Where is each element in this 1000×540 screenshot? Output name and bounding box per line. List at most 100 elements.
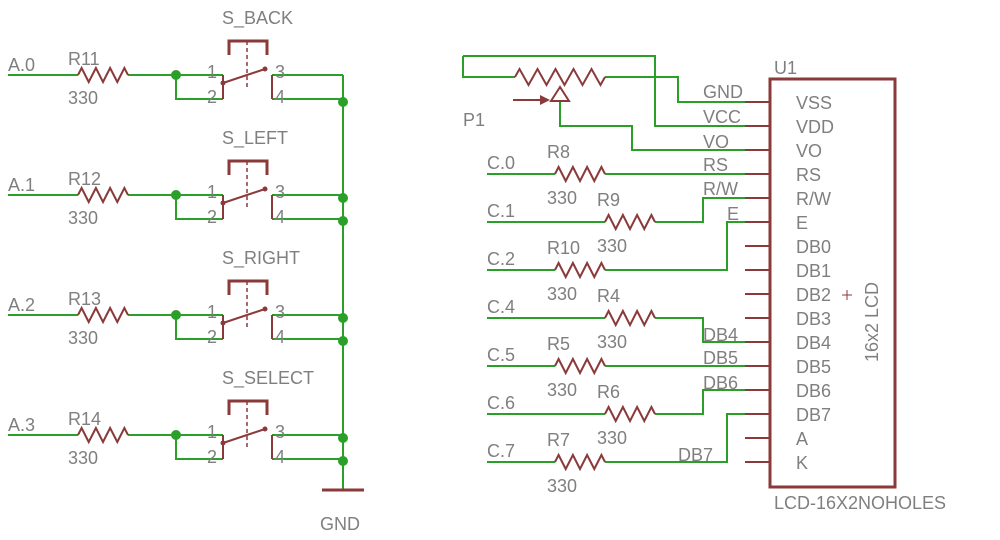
potentiometer-symbol [514, 66, 606, 88]
resistor-symbol [604, 212, 656, 232]
pin-number: 4 [275, 87, 285, 107]
net-label: DB6 [703, 373, 738, 393]
net-label: A.0 [8, 55, 35, 75]
lcd-pin-label: RS [796, 165, 821, 185]
pin-number: 3 [275, 302, 285, 322]
lcd-pin-label: K [796, 453, 808, 473]
pin-number: 2 [207, 87, 217, 107]
resistor-name: R8 [547, 142, 570, 162]
lcd-pin-label: DB7 [796, 405, 831, 425]
resistor-symbol [554, 260, 606, 280]
switch-pivot [220, 80, 226, 86]
pin-number: 4 [275, 327, 285, 347]
lcd-pin-label: VO [796, 141, 822, 161]
net-label: C.1 [487, 201, 515, 221]
resistor-symbol [554, 356, 606, 376]
resistor-value: 330 [68, 88, 98, 108]
wire [175, 315, 223, 340]
lcd-pin-label: VSS [796, 93, 832, 113]
pin-number: 2 [207, 327, 217, 347]
resistor-symbol [77, 425, 129, 445]
junction-dot [338, 97, 348, 107]
switch-actuator [227, 159, 269, 175]
lcd-pin-label: E [796, 213, 808, 233]
pin-number: 3 [275, 182, 285, 202]
lcd-pin-label: A [796, 429, 808, 449]
pin-number: 2 [207, 207, 217, 227]
net-label: C.2 [487, 249, 515, 269]
junction-dot [338, 433, 348, 443]
lcd-title: 16x2 LCD [862, 282, 882, 362]
lcd-pin-label: DB0 [796, 237, 831, 257]
net-label: E [727, 204, 739, 224]
pot-name: P1 [463, 110, 485, 130]
pin-number: 4 [275, 207, 285, 227]
pin-number: 3 [275, 422, 285, 442]
lcd-pin-label: DB4 [796, 333, 831, 353]
potentiometer-wiper [549, 85, 571, 102]
wire-gnd [605, 76, 770, 103]
switch-name: S_RIGHT [222, 248, 300, 269]
net-label: A.3 [8, 415, 35, 435]
resistor-value: 330 [597, 236, 627, 256]
junction-dot [338, 336, 348, 346]
pin-number: 1 [207, 302, 217, 322]
switch-actuator [227, 39, 269, 55]
switch-pivot [220, 320, 226, 326]
wire [462, 56, 515, 78]
resistor-symbol [77, 305, 129, 325]
switch-contact [222, 68, 266, 84]
components [77, 39, 897, 492]
switch-pivot [262, 306, 268, 312]
resistor-value: 330 [597, 332, 627, 352]
net-label: DB5 [703, 348, 738, 368]
resistor-value: 330 [68, 328, 98, 348]
switch-pivot [262, 426, 268, 432]
resistor-value: 330 [547, 380, 577, 400]
net-label: C.6 [487, 393, 515, 413]
net-label: RS [703, 155, 728, 175]
resistor-value: 330 [68, 448, 98, 468]
resistor-symbol [77, 65, 129, 85]
switch-pivot [262, 186, 268, 192]
lcd-pin-label: DB3 [796, 309, 831, 329]
net-label: C.7 [487, 441, 515, 461]
resistor-symbol [554, 452, 606, 472]
net-label: VO [703, 132, 729, 152]
resistor-value: 330 [547, 284, 577, 304]
pin-number: 1 [207, 182, 217, 202]
switch-actuator [227, 279, 269, 295]
resistor-name: R4 [597, 286, 620, 306]
resistor-value: 330 [597, 428, 627, 448]
net-label: R/W [703, 179, 738, 199]
switch-pivot [262, 66, 268, 72]
wire [175, 75, 223, 100]
resistor-symbol [604, 308, 656, 328]
resistor-name: R6 [597, 382, 620, 402]
junction-dot [338, 193, 348, 203]
net-label: A.1 [8, 175, 35, 195]
net-label: C.4 [487, 297, 515, 317]
resistor-symbol [554, 164, 606, 184]
switch-contact [222, 188, 266, 204]
wire-vo [559, 101, 770, 151]
net-label: GND [703, 82, 743, 102]
net-label: C.0 [487, 153, 515, 173]
junction-dot [338, 216, 348, 226]
junction-dot [338, 313, 348, 323]
net-label: VCC [703, 107, 741, 127]
net-label: DB7 [678, 445, 713, 465]
wire [655, 197, 770, 223]
lcd-pin-label: DB2 [796, 285, 831, 305]
wire [175, 435, 223, 460]
lcd-ref: U1 [774, 58, 797, 78]
switch-pivot [220, 200, 226, 206]
resistor-name: R10 [547, 238, 580, 258]
switch-contact [222, 428, 266, 444]
switch-contact [222, 308, 266, 324]
net-label: A.2 [8, 295, 35, 315]
lcd-part-name: LCD-16X2NOHOLES [774, 493, 946, 513]
net-label: C.5 [487, 345, 515, 365]
